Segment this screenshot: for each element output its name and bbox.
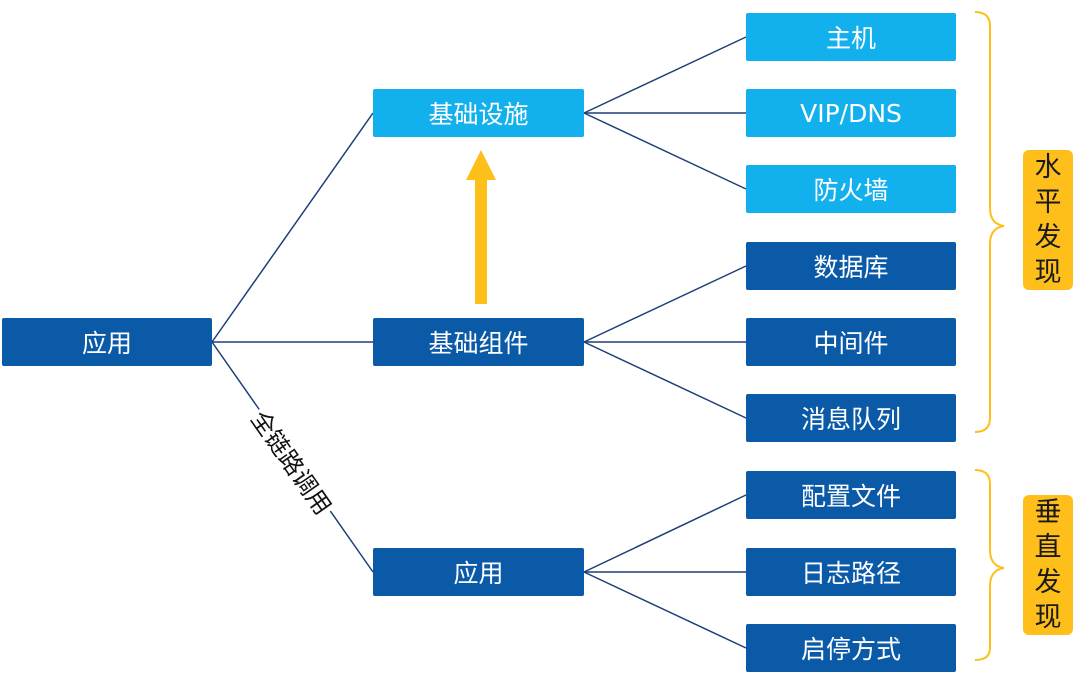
root-node-app: 应用 <box>2 318 212 366</box>
node-infrastructure: 基础设施 <box>373 89 584 137</box>
leaf-database: 数据库 <box>746 242 956 290</box>
leaf-config-file: 配置文件 <box>746 471 956 519</box>
root-label: 应用 <box>81 329 132 358</box>
brace-horizontal <box>974 11 1005 433</box>
node-base-components: 基础组件 <box>373 318 584 366</box>
tag-horizontal-discovery: 水 平 发 现 <box>1023 150 1073 290</box>
leaf-vip-dns: VIP/DNS <box>746 89 956 137</box>
leaf-host: 主机 <box>746 13 956 61</box>
node-application: 应用 <box>373 548 584 596</box>
edge-root-infra <box>211 112 374 343</box>
leaf-log-path: 日志路径 <box>746 548 956 596</box>
leaf-middleware: 中间件 <box>746 318 956 366</box>
up-arrow <box>466 150 496 304</box>
leaf-message-queue: 消息队列 <box>746 394 956 442</box>
tag-vertical-discovery: 垂 直 发 现 <box>1023 495 1073 635</box>
leaf-firewall: 防火墙 <box>746 165 956 213</box>
leaf-start-stop: 启停方式 <box>746 624 956 672</box>
brace-vertical <box>974 469 1005 661</box>
